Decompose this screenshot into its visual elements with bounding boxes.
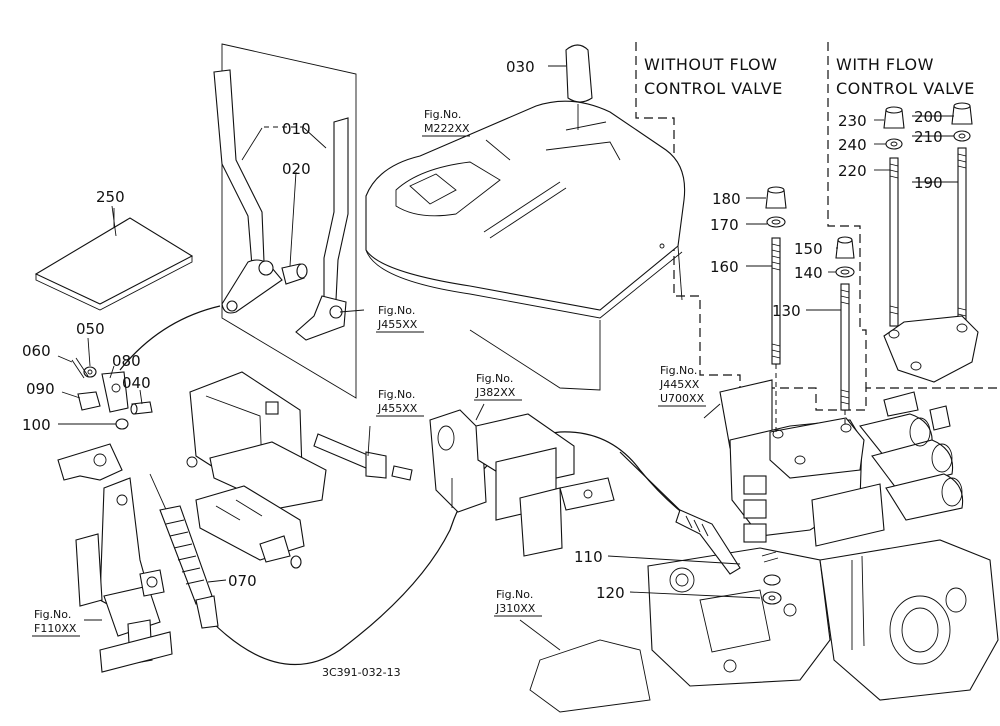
lever-010 [213, 69, 283, 314]
washer-210 [953, 130, 971, 142]
fig-ref-j310: Fig.No. J310XX [494, 588, 542, 617]
bushing-020 [281, 263, 308, 285]
washer-120 [762, 574, 782, 605]
section-divider-with-flow [827, 42, 867, 388]
svg-text:J445XX: J445XX [659, 378, 700, 391]
lever-020 [295, 117, 349, 341]
spring-070 [149, 473, 219, 629]
callout-150: 150 [794, 240, 823, 258]
callout-070: 070 [228, 572, 257, 590]
nut-100 [115, 418, 129, 430]
fig-ref-j445: Fig.No. J445XX U700XX [658, 364, 706, 407]
fig-ref-f110: Fig.No. F110XX [32, 608, 80, 637]
callout-200: 200 [914, 108, 943, 126]
svg-text:M222XX: M222XX [424, 122, 470, 135]
washer-170 [766, 216, 786, 228]
pin-040 [130, 401, 153, 415]
part-callouts: 030 010 020 250 050 060 080 090 040 100 … [22, 58, 943, 602]
callout-210: 210 [914, 128, 943, 146]
callout-230: 230 [838, 112, 867, 130]
left-bracket-assembly [57, 443, 173, 673]
svg-text:WITH FLOW: WITH FLOW [836, 55, 934, 74]
callout-140: 140 [794, 264, 823, 282]
svg-text:U700XX: U700XX [660, 392, 705, 405]
manual-sheet-250 [34, 205, 194, 311]
svg-text:J310XX: J310XX [495, 602, 536, 615]
washer-240 [885, 138, 903, 150]
svg-text:CONTROL VALVE: CONTROL VALVE [644, 79, 783, 98]
washer-140 [835, 266, 855, 278]
svg-text:Fig.No.: Fig.No. [496, 588, 533, 601]
callout-160: 160 [710, 258, 739, 276]
transmission-housing [529, 539, 999, 713]
callout-190: 190 [914, 174, 943, 192]
svg-text:Fig.No.: Fig.No. [424, 108, 461, 121]
svg-text:J455XX: J455XX [377, 402, 418, 415]
clip-090 [77, 391, 101, 411]
svg-text:Fig.No.: Fig.No. [476, 372, 513, 385]
svg-text:Fig.No.: Fig.No. [378, 304, 415, 317]
nut-230 [883, 106, 905, 129]
callout-030: 030 [506, 58, 535, 76]
leader-010-lever2 [303, 127, 327, 149]
clevis-080 [101, 371, 129, 413]
shaft-j455 [313, 433, 413, 481]
callout-020: 020 [282, 160, 311, 178]
svg-text:Fig.No.: Fig.No. [34, 608, 71, 621]
stud-130 [840, 283, 850, 428]
callout-010: 010 [282, 120, 311, 138]
section-heading-without-flow: WITHOUT FLOW CONTROL VALVE [644, 55, 783, 98]
lever-mounting-plate [221, 43, 357, 399]
nut-200 [951, 102, 973, 125]
mount-bracket-j382 [429, 409, 615, 557]
svg-text:F110XX: F110XX [34, 622, 77, 635]
fig-ref-j455-mid: Fig.No. J455XX [376, 388, 424, 417]
callout-090: 090 [26, 380, 55, 398]
callout-110: 110 [574, 548, 603, 566]
console-cover [365, 100, 686, 391]
fig-ref-j455-top: Fig.No. J455XX [376, 304, 424, 333]
callout-080: 080 [112, 352, 141, 370]
nut-150 [835, 236, 855, 259]
callout-240: 240 [838, 136, 867, 154]
fig-ref-m222: Fig.No. M222XX [422, 108, 470, 137]
rod-end-110 [675, 509, 779, 575]
callout-060: 060 [22, 342, 51, 360]
callout-leaders [57, 65, 958, 651]
svg-text:J382XX: J382XX [475, 386, 516, 399]
stud-220 [889, 157, 899, 327]
stud-160 [771, 237, 781, 432]
callout-050: 050 [76, 320, 105, 338]
svg-text:CONTROL VALVE: CONTROL VALVE [836, 79, 975, 98]
svg-text:WITHOUT FLOW: WITHOUT FLOW [644, 55, 777, 74]
svg-text:Fig.No.: Fig.No. [378, 388, 415, 401]
svg-text:Fig.No.: Fig.No. [660, 364, 697, 377]
nut-180 [765, 186, 787, 209]
drawing-code: 3C391-032-13 [322, 666, 401, 679]
center-bracket-assembly [186, 371, 327, 569]
shift-knob-030 [565, 44, 593, 130]
leader-020 [289, 171, 297, 267]
svg-text:J455XX: J455XX [377, 318, 418, 331]
callout-040: 040 [122, 374, 151, 392]
fig-ref-j382: Fig.No. J382XX [474, 372, 522, 401]
callout-120: 120 [596, 584, 625, 602]
callout-220: 220 [838, 162, 867, 180]
flow-control-cover [883, 315, 979, 383]
section-divider-without-flow [635, 42, 1000, 411]
valve-block [719, 379, 964, 547]
callout-180: 180 [712, 190, 741, 208]
section-heading-with-flow: WITH FLOW CONTROL VALVE [836, 55, 975, 98]
cotter-pin-060 [71, 357, 89, 379]
callout-170: 170 [710, 216, 739, 234]
callout-130: 130 [772, 302, 801, 320]
leader-010-lever [241, 127, 263, 161]
callout-100: 100 [22, 416, 51, 434]
stud-190 [957, 147, 967, 329]
callout-250: 250 [96, 188, 125, 206]
